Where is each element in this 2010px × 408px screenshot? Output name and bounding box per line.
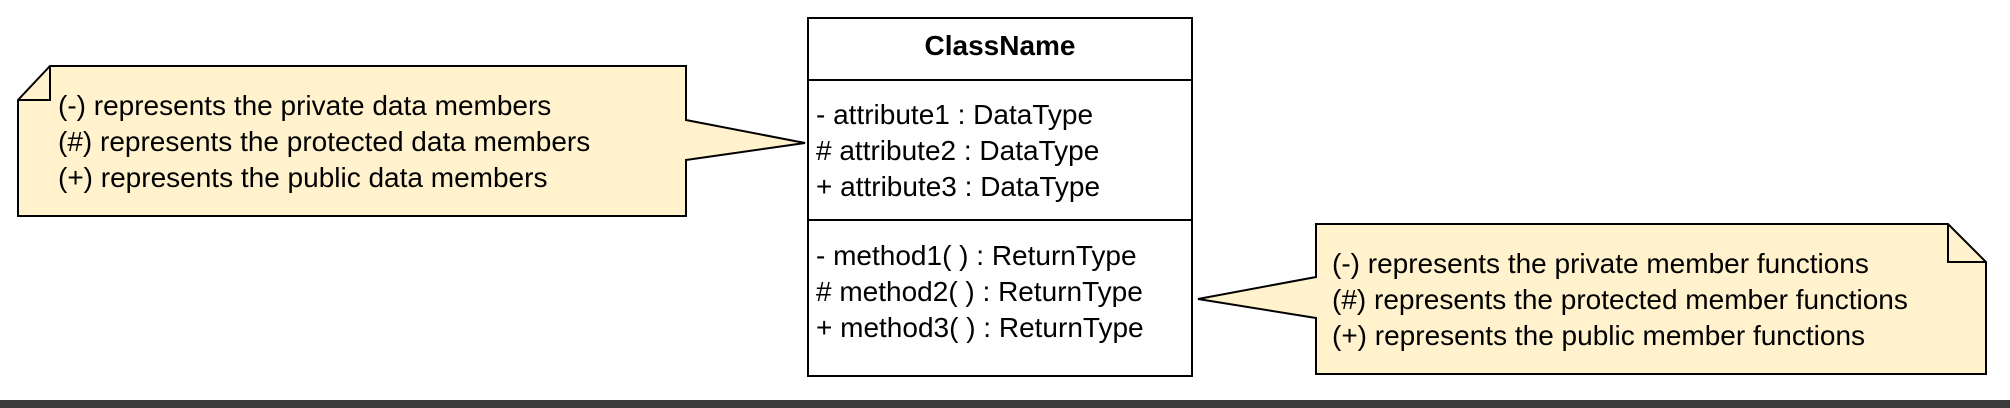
- attributes-note-line-2: (#) represents the protected data member…: [58, 126, 590, 157]
- methods-note-line-2: (#) represents the protected member func…: [1332, 284, 1908, 315]
- bottom-band: [0, 400, 2010, 408]
- methods-note: (-) represents the private member functi…: [1197, 223, 1987, 375]
- class-method-2: # method2( ) : ReturnType: [816, 276, 1143, 307]
- class-attribute-2: # attribute2 : DataType: [816, 135, 1099, 166]
- class-name: ClassName: [925, 30, 1076, 61]
- attributes-note-folded-corner: [18, 66, 51, 101]
- attributes-note-line-1: (-) represents the private data members: [58, 90, 551, 121]
- class-attribute-3: + attribute3 : DataType: [816, 171, 1100, 202]
- attributes-note: (-) represents the private data members …: [17, 65, 806, 217]
- class-attribute-1: - attribute1 : DataType: [816, 99, 1093, 130]
- class-box-frame: [807, 17, 1193, 377]
- methods-note-line-3: (+) represents the public member functio…: [1332, 320, 1865, 351]
- class-method-3: + method3( ) : ReturnType: [816, 312, 1144, 343]
- attributes-note-shape: [17, 65, 806, 217]
- attributes-note-line-3: (+) represents the public data members: [58, 162, 547, 193]
- methods-note-line-1: (-) represents the private member functi…: [1332, 248, 1869, 279]
- class-box: ClassName - attribute1 : DataType # attr…: [807, 17, 1193, 377]
- methods-note-folded-corner: [1947, 224, 1986, 263]
- class-method-1: - method1( ) : ReturnType: [816, 240, 1137, 271]
- methods-note-shape: [1197, 223, 1987, 375]
